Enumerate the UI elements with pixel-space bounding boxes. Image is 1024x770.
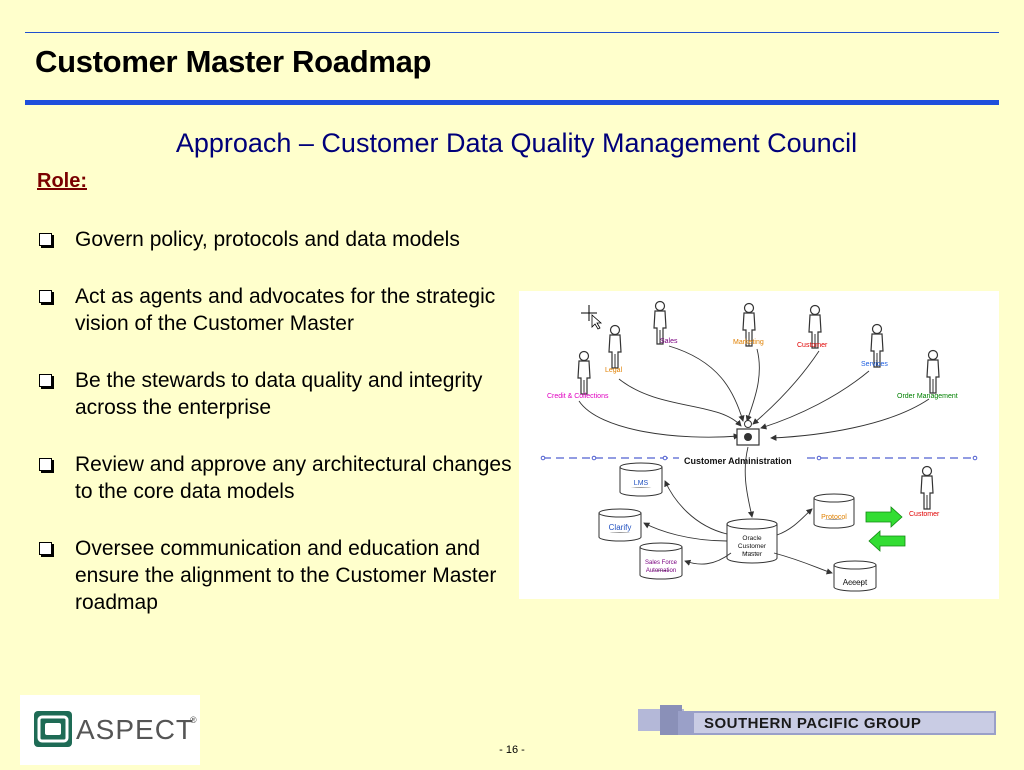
system-arrows [643, 446, 833, 575]
credit-collections-label: Credit & Collections [547, 393, 609, 400]
protocol-database-icon: Protocol [813, 493, 855, 529]
clarify-label: Clarify [609, 523, 632, 532]
customer-administration-hub: Customer Administration [684, 420, 792, 466]
sales-label: Sales [660, 338, 678, 345]
customer-right-person-icon [920, 465, 934, 510]
accept-database-icon: Accept [833, 560, 877, 592]
aspect-logo: ASPECT ® [20, 695, 200, 765]
slide-subtitle: Approach – Customer Data Quality Managem… [175, 128, 858, 158]
bullet-item: Review and approve any architectural cha… [37, 451, 517, 505]
page-number: - 16 - [499, 744, 525, 756]
clarify-database-icon: Clarify [598, 508, 642, 542]
bullet-text: Be the stewards to data quality and inte… [75, 369, 483, 419]
checkbox-bullet-icon [39, 233, 52, 246]
ocm-label-line3: Master [742, 551, 763, 558]
slide-title: Customer Master Roadmap [35, 44, 432, 79]
aspect-logo-text: ASPECT [76, 714, 194, 745]
order-management-label: Order Management [897, 393, 958, 400]
protocol-label: Protocol [821, 514, 847, 521]
bullet-list: Govern policy, protocols and data models… [37, 226, 517, 646]
title-rule [25, 100, 999, 105]
ocm-label-line1: Oracle [742, 535, 762, 542]
oracle-customer-master-database-icon: Oracle Customer Master [726, 518, 778, 564]
accept-label: Accept [843, 578, 868, 587]
architecture-diagram: Sales Marketing Customer Services Legal … [519, 291, 999, 599]
checkbox-bullet-icon [39, 374, 52, 387]
customer-top-label: Customer [797, 342, 828, 349]
customer-right-label: Customer [909, 511, 940, 518]
actor-arrows [578, 345, 930, 441]
spg-logo-text: SOUTHERN PACIFIC GROUP [704, 715, 921, 732]
bullet-text: Review and approve any architectural cha… [75, 453, 512, 503]
southern-pacific-group-logo: SOUTHERN PACIFIC GROUP [638, 703, 996, 741]
bullet-text: Act as agents and advocates for the stra… [75, 285, 496, 335]
top-rule [25, 32, 999, 33]
sfa-label-line2: Automation [646, 568, 676, 574]
credit-person-icon [577, 350, 591, 395]
legal-person-icon [608, 324, 622, 369]
bullet-item: Be the stewards to data quality and inte… [37, 367, 517, 421]
move-cursor-icon [581, 305, 603, 330]
bullet-item: Act as agents and advocates for the stra… [37, 283, 517, 337]
green-transfer-arrows [865, 506, 906, 552]
lms-database-icon: LMS [619, 462, 663, 497]
sfa-label-line1: Sales Force [645, 560, 678, 566]
aspect-registered-mark: ® [190, 715, 197, 725]
bullet-item: Oversee communication and education and … [37, 535, 517, 616]
ocm-label-line2: Customer [738, 543, 767, 550]
checkbox-bullet-icon [39, 290, 52, 303]
checkbox-bullet-icon [39, 542, 52, 555]
marketing-label: Marketing [733, 339, 764, 346]
legal-label: Legal [605, 367, 623, 374]
order-management-person-icon [926, 349, 940, 394]
customer-administration-label: Customer Administration [684, 456, 792, 466]
bullet-text: Govern policy, protocols and data models [75, 228, 460, 251]
sales-force-automation-database-icon: Sales Force Automation [639, 542, 683, 580]
bullet-text: Oversee communication and education and … [75, 537, 497, 614]
lms-label: LMS [634, 480, 649, 487]
dashed-boundary-line [540, 455, 978, 461]
services-label: Services [861, 361, 888, 368]
bullet-item: Govern policy, protocols and data models [37, 226, 517, 253]
role-label: Role: [37, 170, 87, 192]
checkbox-bullet-icon [39, 458, 52, 471]
